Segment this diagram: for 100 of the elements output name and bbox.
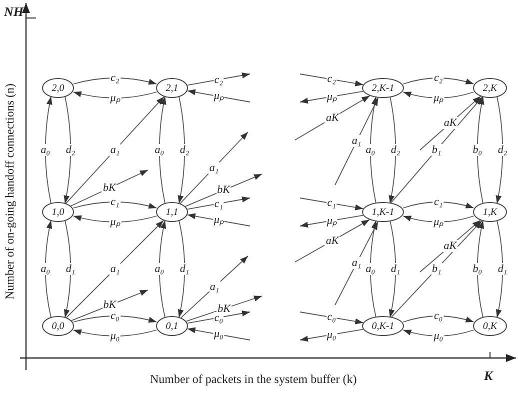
- edge-label: a₀: [364, 144, 376, 156]
- edge-label: a₀: [154, 263, 166, 275]
- edge-label: b₀: [472, 263, 484, 275]
- arrow: [300, 198, 364, 210]
- arrow: [64, 96, 72, 204]
- arrow: [402, 202, 474, 208]
- arrow: [370, 96, 378, 204]
- arrow: [180, 256, 248, 318]
- edge-label: a₀: [40, 263, 52, 275]
- arrow: [66, 96, 164, 204]
- arrow: [476, 220, 484, 318]
- arrow: [402, 316, 474, 322]
- arrow: [420, 220, 481, 272]
- arrow: [186, 296, 262, 322]
- edge-label: b₁: [430, 144, 442, 156]
- axis-label: NH: [4, 4, 24, 20]
- arrow: [300, 312, 364, 324]
- edge-label: bK: [102, 299, 118, 312]
- axis-title: Number of packets in the system buffer (k): [150, 372, 357, 387]
- arrow: [66, 220, 164, 318]
- arrow: [300, 74, 364, 86]
- arrow: [44, 96, 52, 204]
- arrow: [390, 96, 483, 204]
- state-ellipse: 2,K: [473, 78, 507, 98]
- edge-label: a₀: [40, 144, 52, 156]
- arrow: [334, 97, 379, 186]
- arrow: [71, 290, 148, 322]
- edge-label: c₀: [213, 312, 224, 324]
- arrow: [300, 90, 364, 104]
- state-ellipse: 0,0: [42, 316, 74, 336]
- edge-label: aK: [442, 117, 458, 130]
- edge-label: d₁: [390, 263, 402, 275]
- edge-label: d₂: [64, 144, 76, 156]
- arrow: [370, 220, 378, 318]
- arrow: [158, 96, 166, 204]
- arrow: [72, 316, 158, 323]
- arrow: [402, 92, 474, 98]
- edge-label: d₂: [178, 144, 190, 156]
- arrow: [186, 327, 250, 340]
- arrow: [72, 215, 158, 222]
- arrow: [391, 220, 482, 318]
- arrow: [178, 220, 186, 318]
- edge-label: d₁: [64, 263, 76, 275]
- arrow: [72, 202, 158, 209]
- edge-label: bK: [102, 182, 117, 194]
- arrow: [476, 96, 484, 204]
- axis-label: K: [484, 368, 493, 384]
- edge-label: a₀: [154, 144, 166, 156]
- arrow: [158, 220, 166, 318]
- arrow: [300, 328, 364, 342]
- edge-label: d₂: [390, 144, 402, 156]
- arrow: [186, 196, 250, 210]
- arrow: [402, 78, 474, 84]
- arrow: [420, 96, 482, 150]
- edge-label: aK: [324, 112, 340, 124]
- arrow: [300, 214, 364, 228]
- edge-label: b₀: [472, 144, 484, 156]
- arrow: [388, 96, 396, 204]
- edge-label: bK: [216, 184, 232, 196]
- state-ellipse: 0,K: [473, 316, 507, 336]
- edge-label: a₀: [364, 263, 376, 275]
- arrow: [402, 330, 474, 336]
- arrow: [64, 220, 72, 318]
- arrow: [178, 96, 186, 204]
- arrow: [402, 216, 474, 222]
- edge-label: a₁: [350, 135, 362, 148]
- state-ellipse: 0,K-1: [362, 316, 404, 336]
- edge-label: aK: [324, 234, 340, 247]
- state-ellipse: 1,K: [473, 202, 507, 222]
- arrow: [44, 220, 52, 318]
- edge-label: d₁: [178, 263, 190, 275]
- axis-title: Number of on-going handoff connections (n): [2, 82, 18, 302]
- state-ellipse: 1,1: [156, 202, 188, 222]
- arrow: [186, 72, 250, 86]
- state-ellipse: 2,0: [42, 78, 74, 98]
- edge-label: aK: [442, 240, 458, 252]
- arrow: [70, 170, 148, 206]
- arrow: [72, 78, 158, 85]
- arrow: [334, 221, 378, 306]
- arrow: [186, 89, 250, 102]
- edge-label: a₁: [109, 263, 121, 275]
- edge-label: b₁: [431, 262, 442, 275]
- arrow: [186, 213, 250, 226]
- edge-label: a₁: [350, 257, 362, 270]
- edge-label: a₁: [208, 280, 220, 293]
- arrow: [496, 96, 504, 204]
- edge-label: a₁: [109, 144, 121, 156]
- arrow: [186, 310, 250, 324]
- state-ellipse: 2,1: [156, 78, 188, 98]
- edge-label: d₁: [496, 263, 508, 275]
- edge-label: a₁: [208, 162, 220, 174]
- arrow: [72, 91, 158, 98]
- arrow: [496, 220, 504, 318]
- edge-label: bK: [216, 302, 232, 315]
- arrow: [72, 329, 158, 336]
- state-ellipse: 2,K-1: [362, 78, 404, 98]
- state-ellipse: 1,0: [42, 202, 74, 222]
- state-ellipse: 0,1: [156, 316, 188, 336]
- state-ellipse: 1,K-1: [362, 202, 404, 222]
- arrow: [180, 132, 248, 204]
